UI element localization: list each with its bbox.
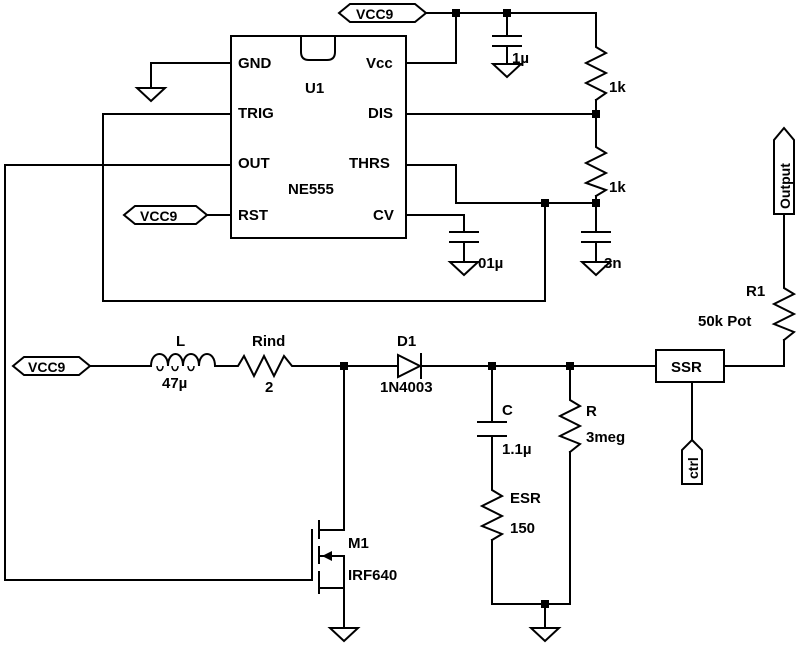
vcc-rst-flag: VCC9 [122, 205, 209, 225]
capacitor-timing: 3n [579, 231, 622, 277]
capacitor-output: C 1.1µ [477, 402, 532, 458]
mosfet-arrow-icon [322, 551, 332, 561]
svg-text:ctrl: ctrl [685, 457, 701, 479]
ne555-ic: GND Vcc U1 TRIG DIS OUT THRS NE555 RST C… [230, 35, 407, 239]
ic-ref: U1 [305, 80, 324, 97]
esr-name: ESR [510, 490, 541, 507]
resistor-mid: 1k [583, 139, 626, 198]
vcc-top-flag: VCC9 [337, 3, 428, 23]
pin-rst: RST [238, 207, 268, 224]
pin-out: OUT [238, 155, 270, 172]
ssr-block: SSR [655, 349, 725, 383]
rind-name: Rind [252, 333, 285, 350]
res-top-value: 1k [609, 79, 626, 96]
cap-bypass-value: 1µ [512, 50, 529, 67]
pot-name: R1 [746, 283, 765, 300]
capacitor-cv: 01µ [447, 231, 503, 277]
svg-text:Output: Output [777, 163, 793, 209]
inductor: L 47µ [149, 333, 217, 392]
ground-symbol-mosfet [327, 627, 361, 643]
potentiometer: R1 50k Pot [698, 281, 797, 342]
output-flag: Output [773, 126, 795, 215]
ctrl-flag: ctrl [681, 438, 703, 485]
mosfet-name: M1 [348, 535, 369, 552]
diode-part: 1N4003 [380, 379, 433, 396]
vcc-left-flag: VCC9 [11, 356, 92, 376]
cap-out-name: C [502, 402, 513, 419]
wires [4, 12, 785, 629]
esr-value: 150 [510, 520, 535, 537]
r-load-name: R [586, 403, 597, 420]
cap-cv-value: 01µ [478, 255, 503, 272]
mosfet-part: IRF640 [348, 567, 397, 584]
pin-cv: CV [373, 207, 394, 224]
cap-timing-value: 3n [604, 255, 622, 272]
ic-part: NE555 [288, 181, 334, 198]
capacitor-bypass: 1µ [490, 35, 529, 79]
pin-gnd: GND [238, 55, 272, 72]
r-load-value: 3meg [586, 429, 625, 446]
inductor-name: L [176, 333, 185, 350]
pin-thrs: THRS [349, 155, 390, 172]
pin-vcc: Vcc [366, 55, 393, 72]
cap-out-value: 1.1µ [502, 441, 532, 458]
ground-symbol-output [528, 627, 562, 643]
resistor-rind: Rind 2 [229, 333, 301, 396]
pin-dis: DIS [368, 105, 393, 122]
diode: D1 1N4003 [380, 333, 433, 396]
svg-text:VCC9: VCC9 [356, 6, 394, 22]
ssr-label: SSR [671, 359, 702, 376]
pot-value: 50k Pot [698, 313, 751, 330]
junctions [340, 9, 600, 608]
resistor-esr: ESR 150 [479, 483, 541, 542]
diode-name: D1 [397, 333, 416, 350]
inductor-value: 47µ [162, 375, 187, 392]
mosfet: M1 IRF640 [311, 520, 397, 594]
resistor-top: 1k [583, 39, 626, 102]
svg-text:VCC9: VCC9 [28, 359, 66, 375]
pin-trig: TRIG [238, 105, 274, 122]
res-mid-value: 1k [609, 179, 626, 196]
rind-value: 2 [265, 379, 273, 396]
resistor-load: R 3meg [557, 391, 625, 454]
svg-text:VCC9: VCC9 [140, 208, 178, 224]
ground-symbol [134, 87, 168, 103]
